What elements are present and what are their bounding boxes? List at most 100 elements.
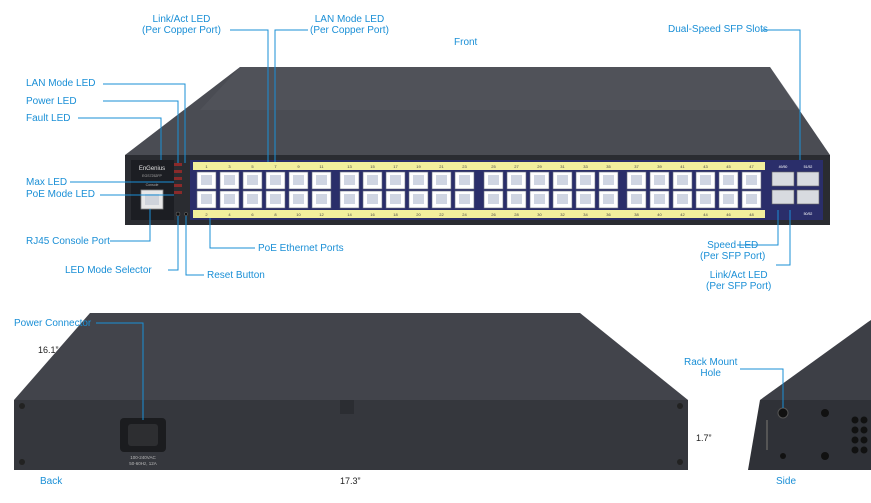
back-screw-tr <box>677 403 683 409</box>
top-port-number: 37 <box>634 164 639 169</box>
port-socket <box>488 175 499 185</box>
front-callout-lines <box>70 29 801 276</box>
view-title-side: Side <box>776 476 797 487</box>
view-title-front: Front <box>454 37 478 48</box>
port-socket <box>557 175 568 185</box>
side-slot <box>766 420 768 450</box>
bottom-port-number: 8 <box>274 212 277 217</box>
port-socket <box>603 175 614 185</box>
reset-button[interactable] <box>184 212 188 216</box>
port-socket <box>580 194 591 204</box>
sfp-slot-50[interactable] <box>771 189 795 205</box>
port-socket <box>270 194 281 204</box>
side-vent <box>851 416 868 454</box>
bottom-port-number: 10 <box>296 212 301 217</box>
port-socket <box>390 175 401 185</box>
model-label: EGS7252FP <box>142 174 162 178</box>
top-port-number: 1 <box>205 164 208 169</box>
port-socket <box>224 194 235 204</box>
port-socket <box>511 194 522 204</box>
sfp-slot-49[interactable] <box>771 171 795 187</box>
power-connector-line <box>96 322 144 420</box>
back-top-tab <box>340 400 354 414</box>
bottom-led-strip <box>193 210 765 218</box>
top-port-number: 7 <box>274 164 277 169</box>
dimension-width: 17.3” <box>340 476 361 486</box>
port-socket <box>723 175 734 185</box>
bottom-port-number: 18 <box>393 212 398 217</box>
port-socket <box>344 194 355 204</box>
bottom-port-number: 12 <box>319 212 324 217</box>
port-socket <box>603 194 614 204</box>
port-socket <box>247 194 258 204</box>
top-port-number: 39 <box>657 164 662 169</box>
top-port-number: 19 <box>416 164 421 169</box>
rj45-console-socket <box>145 194 159 205</box>
side-chassis-top <box>760 320 871 400</box>
top-port-number: 31 <box>560 164 565 169</box>
port-socket <box>654 194 665 204</box>
top-port-number: 43 <box>703 164 708 169</box>
port-socket <box>316 175 327 185</box>
sfp-slot-51[interactable] <box>796 171 820 187</box>
port-socket <box>700 194 711 204</box>
port-socket <box>367 175 378 185</box>
port-socket <box>224 175 235 185</box>
sfp-slot-52[interactable] <box>796 189 820 205</box>
led-mode-selector[interactable] <box>175 211 181 217</box>
top-port-number: 13 <box>347 164 352 169</box>
top-port-number: 3 <box>228 164 231 169</box>
port-socket <box>746 175 757 185</box>
bottom-port-number: 20 <box>416 212 421 217</box>
top-port-number: 17 <box>393 164 398 169</box>
poe-ethernet-ports <box>196 171 762 209</box>
top-port-number: 25 <box>491 164 496 169</box>
top-port-number: 45 <box>726 164 731 169</box>
port-socket <box>746 194 757 204</box>
top-port-number: 41 <box>680 164 685 169</box>
port-socket <box>293 194 304 204</box>
port-socket <box>344 175 355 185</box>
side-chassis-face <box>748 400 871 470</box>
callout-speed-led-sfp: Speed LED (Per SFP Port) <box>700 240 766 262</box>
port-socket <box>700 175 711 185</box>
top-port-number: 29 <box>537 164 542 169</box>
bottom-port-number: 44 <box>703 212 708 217</box>
system-led-column <box>174 163 182 194</box>
callout-link-act-led: Link/Act LED (Per Copper Port) <box>142 14 221 36</box>
brand-logo: EnGenius <box>139 166 165 172</box>
top-port-number: 23 <box>462 164 467 169</box>
port-socket <box>413 194 424 204</box>
top-port-number: 33 <box>583 164 588 169</box>
port-socket <box>534 194 545 204</box>
callout-dual-speed-sfp: Dual-Speed SFP Slots <box>668 24 768 35</box>
back-screw-bl <box>19 459 25 465</box>
port-socket <box>413 175 424 185</box>
port-socket <box>488 194 499 204</box>
power-connector-socket <box>128 424 158 446</box>
callout-poe-ethernet: PoE Ethernet Ports <box>258 243 344 254</box>
sfp-top-label-1: 49/50 <box>779 165 788 169</box>
power-rating-2: 50-60Hz, 12A <box>129 461 157 466</box>
rack-mount-hole[interactable] <box>777 407 789 419</box>
callout-led-mode-selector: LED Mode Selector <box>65 265 152 276</box>
bottom-port-number: 14 <box>347 212 352 217</box>
port-socket <box>390 194 401 204</box>
top-port-number: 35 <box>606 164 611 169</box>
port-socket <box>270 175 281 185</box>
console-label: Console <box>146 183 159 187</box>
bottom-port-number: 34 <box>583 212 588 217</box>
bottom-port-number: 38 <box>634 212 639 217</box>
port-socket <box>459 194 470 204</box>
callout-poe-mode-led: PoE Mode LED <box>26 189 95 200</box>
callout-power-led: Power LED <box>26 96 77 107</box>
bottom-port-number: 28 <box>514 212 519 217</box>
back-chassis-top <box>14 313 688 400</box>
port-socket <box>631 194 642 204</box>
bottom-port-number: 2 <box>205 212 208 217</box>
bottom-port-number: 16 <box>370 212 375 217</box>
port-socket <box>201 175 212 185</box>
callout-max-led: Max LED <box>26 177 68 188</box>
top-port-number: 15 <box>370 164 375 169</box>
view-title-back: Back <box>40 476 63 487</box>
